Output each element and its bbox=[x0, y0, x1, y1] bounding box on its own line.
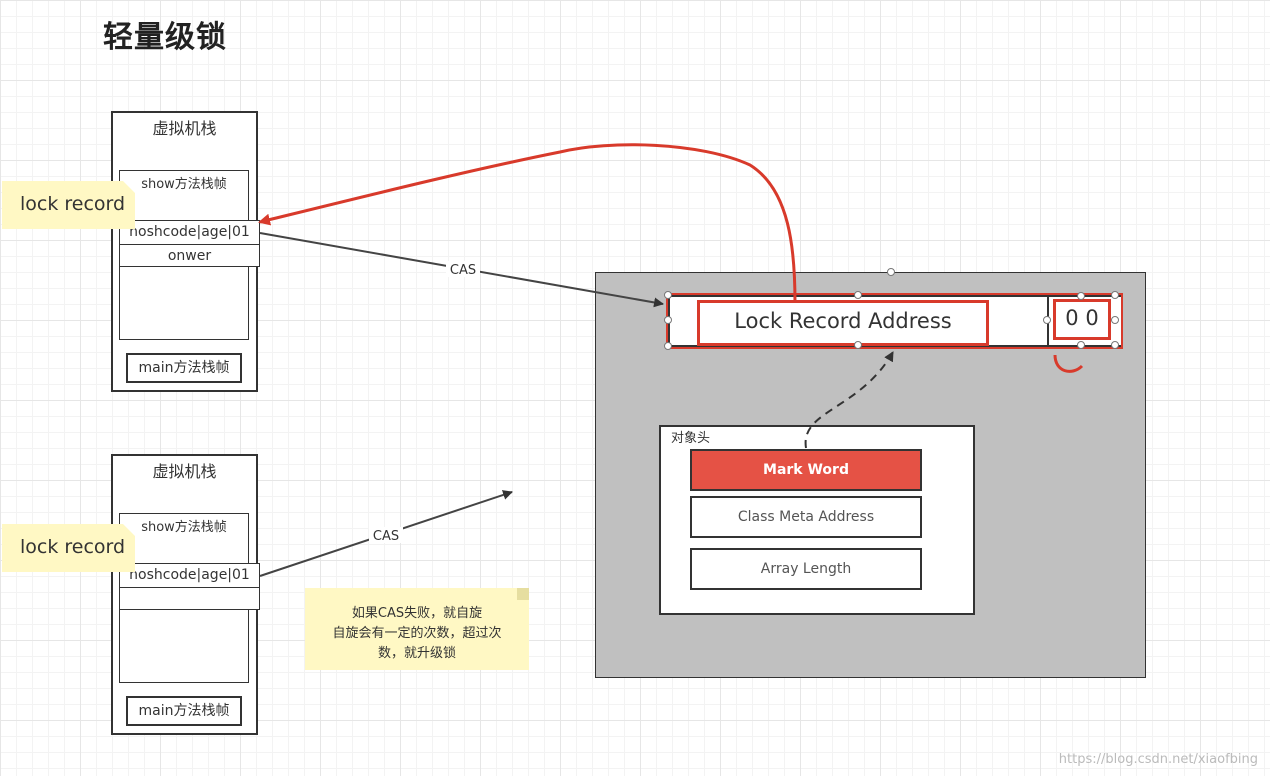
show-frame-2-label: show方法栈帧 bbox=[141, 520, 227, 535]
owner-slot-2 bbox=[119, 587, 260, 610]
show-frame-1-label: show方法栈帧 bbox=[141, 177, 227, 192]
selection-handle[interactable] bbox=[854, 341, 862, 349]
cas-fail-note-line-2: 自旋会有一定的次数，超过次 bbox=[332, 626, 502, 641]
cas-bottom-label-bg bbox=[369, 527, 403, 543]
selection-handle[interactable] bbox=[1111, 291, 1119, 299]
jvm-stack-2-label: 虚拟机栈 bbox=[152, 462, 217, 481]
cas-fail-note-line-1: 如果CAS失败，就自旋 bbox=[351, 606, 483, 621]
lock-record-note-2: lock record bbox=[2, 524, 135, 572]
lock-bits-box: 0 0 bbox=[1053, 299, 1111, 340]
selection-handle[interactable] bbox=[1111, 341, 1119, 349]
selection-handle[interactable] bbox=[1077, 292, 1085, 300]
note-fold-corner bbox=[517, 588, 529, 600]
selection-handle[interactable] bbox=[854, 291, 862, 299]
jvm-stack-1-label: 虚拟机栈 bbox=[152, 119, 217, 138]
cas-top-label-bg bbox=[446, 261, 480, 277]
selection-handle[interactable] bbox=[664, 342, 672, 350]
selection-handle[interactable] bbox=[664, 291, 672, 299]
owner-slot-1: onwer bbox=[119, 244, 260, 267]
main-frame-2: main方法栈帧 bbox=[126, 696, 242, 726]
array-length-field: Array Length bbox=[690, 548, 922, 590]
red-hook-mark bbox=[1053, 354, 1084, 373]
selection-handle[interactable] bbox=[1077, 341, 1085, 349]
cas-top-label: CAS bbox=[450, 263, 476, 278]
mark-word-dashed-arrow bbox=[804, 351, 894, 449]
selection-handle[interactable] bbox=[664, 316, 672, 324]
main-frame-1: main方法栈帧 bbox=[126, 353, 242, 383]
lock-record-address-box: Lock Record Address bbox=[697, 300, 989, 346]
selection-handle[interactable] bbox=[887, 268, 895, 276]
lock-record-note-1: lock record bbox=[2, 181, 135, 229]
watermark: https://blog.csdn.net/xiaofbing bbox=[1058, 752, 1258, 767]
object-header-label: 对象头 bbox=[671, 431, 711, 446]
cas-fail-note: 如果CAS失败，就自旋 自旋会有一定的次数，超过次 数，就升级锁 bbox=[305, 588, 529, 670]
mark-word-field: Mark Word bbox=[690, 449, 922, 491]
page-title: 轻量级锁 bbox=[103, 20, 227, 55]
hashcode-slot-1: hoshcode|age|01 bbox=[119, 220, 260, 245]
selection-handle[interactable] bbox=[1043, 316, 1051, 324]
cas-fail-note-line-3: 数，就升级锁 bbox=[377, 646, 456, 661]
cas-bottom-label: CAS bbox=[373, 529, 399, 544]
class-meta-address-field: Class Meta Address bbox=[690, 496, 922, 538]
red-pointer-arrow bbox=[258, 143, 797, 304]
selection-handle[interactable] bbox=[1111, 316, 1119, 324]
